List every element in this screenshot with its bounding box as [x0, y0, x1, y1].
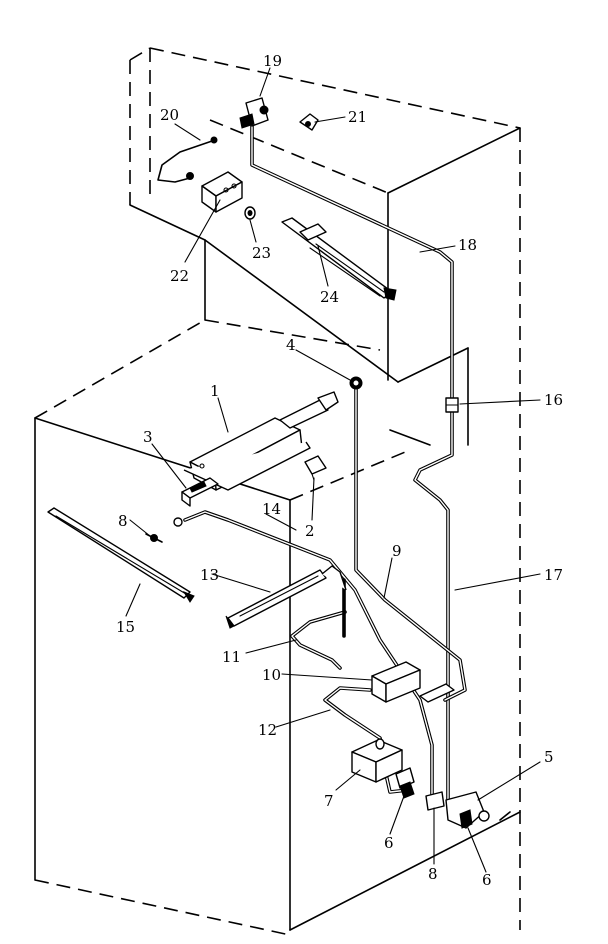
callout-24: 24: [320, 288, 339, 306]
callout-9: 9: [392, 542, 402, 560]
callout-7: 7: [324, 792, 334, 810]
part-7-regulator: [351, 738, 415, 789]
part-10-valve: [371, 661, 455, 703]
callout-15: 15: [116, 618, 135, 636]
callout-8-left: 8: [118, 512, 128, 530]
part-2-clip: [304, 455, 327, 481]
lower-oven-cabinet: [34, 319, 521, 936]
part-13-burner: [225, 569, 327, 629]
part-8-fitting-right: [425, 791, 445, 811]
part-23-washer: [244, 206, 256, 220]
part-5-inlet: [445, 791, 490, 829]
part-6-fitting-left: [399, 781, 415, 799]
callout-12: 12: [258, 721, 277, 739]
callout-11: 11: [222, 648, 241, 666]
part-21-clip: [299, 113, 319, 131]
callout-23: 23: [252, 244, 271, 262]
part-8-screw-left: [145, 517, 183, 543]
callout-2: 2: [305, 522, 315, 540]
callout-6-right: 6: [482, 871, 492, 889]
part-6-fitting-right: [459, 809, 473, 829]
callout-5: 5: [544, 748, 554, 766]
callout-21: 21: [348, 108, 367, 126]
part-3-bracket: [181, 477, 219, 507]
part-4-fitting: [349, 376, 363, 390]
pilot-assembly: [321, 565, 347, 638]
callout-1: 1: [210, 382, 220, 400]
leader-lines: [125, 67, 541, 873]
callout-14: 14: [262, 500, 281, 518]
part-24-broil-burner: [281, 217, 397, 301]
callout-18: 18: [458, 236, 477, 254]
callout-3: 3: [143, 428, 153, 446]
upper-oven-cabinet: [129, 47, 521, 930]
callout-8-right: 8: [428, 865, 438, 883]
callout-13: 13: [200, 566, 219, 584]
part-1-igniter: [183, 391, 339, 491]
part-22-bracket: [201, 171, 243, 213]
part-19-gas-valve: [239, 97, 269, 129]
callout-10: 10: [262, 666, 281, 684]
callout-17: 17: [544, 566, 563, 584]
gas-tubing: [183, 120, 467, 820]
part-15-bake-burner: [47, 507, 195, 603]
part-16-union: [445, 397, 459, 413]
part-20-wire: [157, 136, 218, 183]
callout-22: 22: [170, 267, 189, 285]
callout-6-left: 6: [384, 834, 394, 852]
callout-16: 16: [544, 391, 563, 409]
callout-numbers: 19 21 20 22 23 24 18 4 16 1 3 2 8 14 9 1…: [116, 52, 563, 889]
callout-20: 20: [160, 106, 179, 124]
callout-19: 19: [263, 52, 282, 70]
callout-4: 4: [286, 336, 296, 354]
